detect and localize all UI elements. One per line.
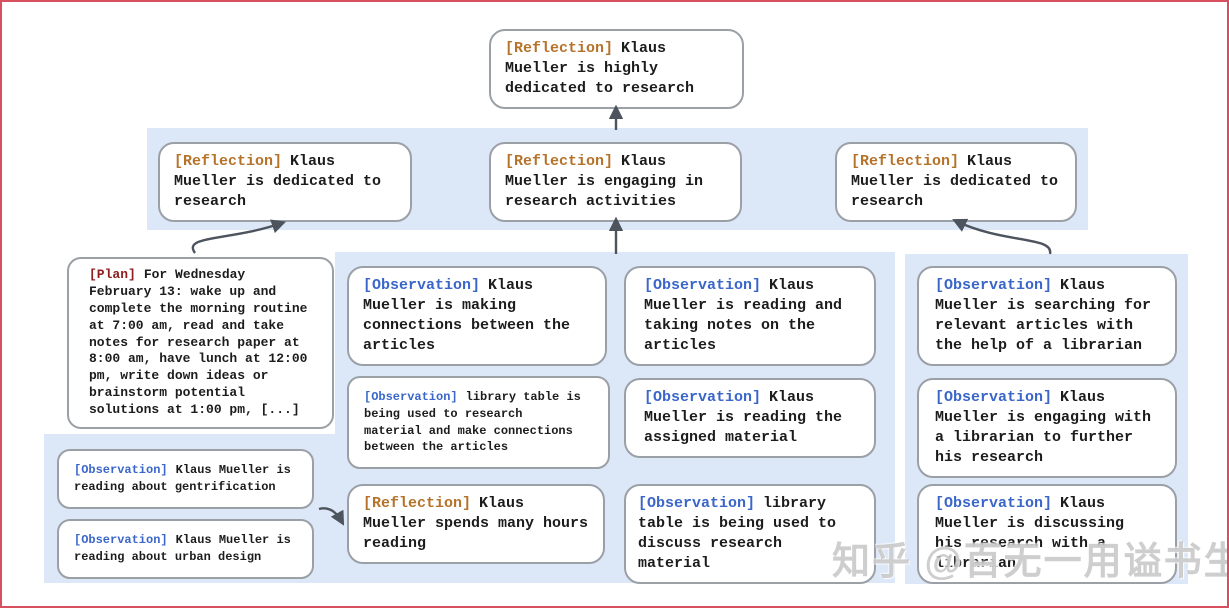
node-observation-assigned-material: [Observation]Klaus Mueller is reading th…	[624, 378, 876, 458]
reflection-tag: [Reflection]	[505, 40, 614, 57]
plan-tag: [Plan]	[89, 267, 136, 282]
node-observation-library-table-research: [Observation]library table is being used…	[347, 376, 610, 470]
node-text: Klaus Mueller spends many hours reading	[363, 495, 589, 552]
reflection-tag: [Reflection]	[174, 153, 283, 170]
node-text: library table is being used to research …	[364, 390, 581, 455]
node-observation-engaging-librarian: [Observation]Klaus Mueller is engaging w…	[917, 378, 1177, 478]
reflection-tag: [Reflection]	[363, 495, 472, 512]
observation-tag: [Observation]	[74, 533, 168, 547]
node-observation-taking-notes: [Observation]Klaus Mueller is reading an…	[624, 266, 876, 366]
observation-tag: [Observation]	[935, 389, 1053, 406]
reflection-tag: [Reflection]	[851, 153, 960, 170]
node-observation-gentrification: [Observation]Klaus Mueller is reading ab…	[57, 449, 314, 509]
node-text: Klaus Mueller is highly dedicated to res…	[505, 40, 695, 97]
node-text: Klaus Mueller is making connections betw…	[363, 277, 571, 354]
node-observation-library-table-discuss: [Observation]library table is being used…	[624, 484, 876, 584]
observation-tag: [Observation]	[364, 390, 458, 404]
observation-tag: [Observation]	[638, 495, 756, 512]
node-text: Klaus Mueller is reading about gentrific…	[74, 463, 291, 494]
node-plan: [Plan]For Wednesday February 13: wake up…	[67, 257, 334, 430]
node-text: Klaus Mueller is dedicated to research	[851, 153, 1059, 210]
node-observation-urban-design: [Observation]Klaus Mueller is reading ab…	[57, 519, 314, 579]
node-text: Klaus Mueller is reading about urban des…	[74, 533, 291, 564]
observation-tag: [Observation]	[935, 495, 1053, 512]
node-text: Klaus Mueller is engaging with a librari…	[935, 389, 1152, 466]
watermark: 知乎 @百无一用谥书生	[832, 541, 1229, 583]
reflection-tag: [Reflection]	[505, 153, 614, 170]
node-top-reflection: [Reflection]Klaus Mueller is highly dedi…	[489, 29, 744, 109]
node-observation-searching-articles: [Observation]Klaus Mueller is searching …	[917, 266, 1177, 366]
node-text: library table is being used to discuss r…	[638, 495, 837, 572]
node-text: Klaus Mueller is searching for relevant …	[935, 277, 1152, 354]
node-text: Klaus Mueller is engaging in research ac…	[505, 153, 704, 210]
observation-tag: [Observation]	[363, 277, 481, 294]
node-text: Klaus Mueller is discussing his research…	[935, 495, 1125, 572]
node-reflection-center: [Reflection]Klaus Mueller is engaging in…	[489, 142, 742, 222]
node-reflection-left: [Reflection]Klaus Mueller is dedicated t…	[158, 142, 412, 222]
node-observation-making-connections: [Observation]Klaus Mueller is making con…	[347, 266, 607, 366]
node-text: For Wednesday February 13: wake up and c…	[89, 267, 308, 418]
node-text: Klaus Mueller is dedicated to research	[174, 153, 382, 210]
observation-tag: [Observation]	[74, 463, 168, 477]
observation-tag: [Observation]	[644, 389, 762, 406]
node-text: Klaus Mueller is reading the assigned ma…	[644, 389, 843, 446]
node-reflection-right: [Reflection]Klaus Mueller is dedicated t…	[835, 142, 1077, 222]
observation-tag: [Observation]	[935, 277, 1053, 294]
node-reflection-hours-reading: [Reflection]Klaus Mueller spends many ho…	[347, 484, 605, 564]
node-observation-discussing-librarian: [Observation]Klaus Mueller is discussing…	[917, 484, 1177, 584]
node-text: Klaus Mueller is reading and taking note…	[644, 277, 843, 354]
observation-tag: [Observation]	[644, 277, 762, 294]
